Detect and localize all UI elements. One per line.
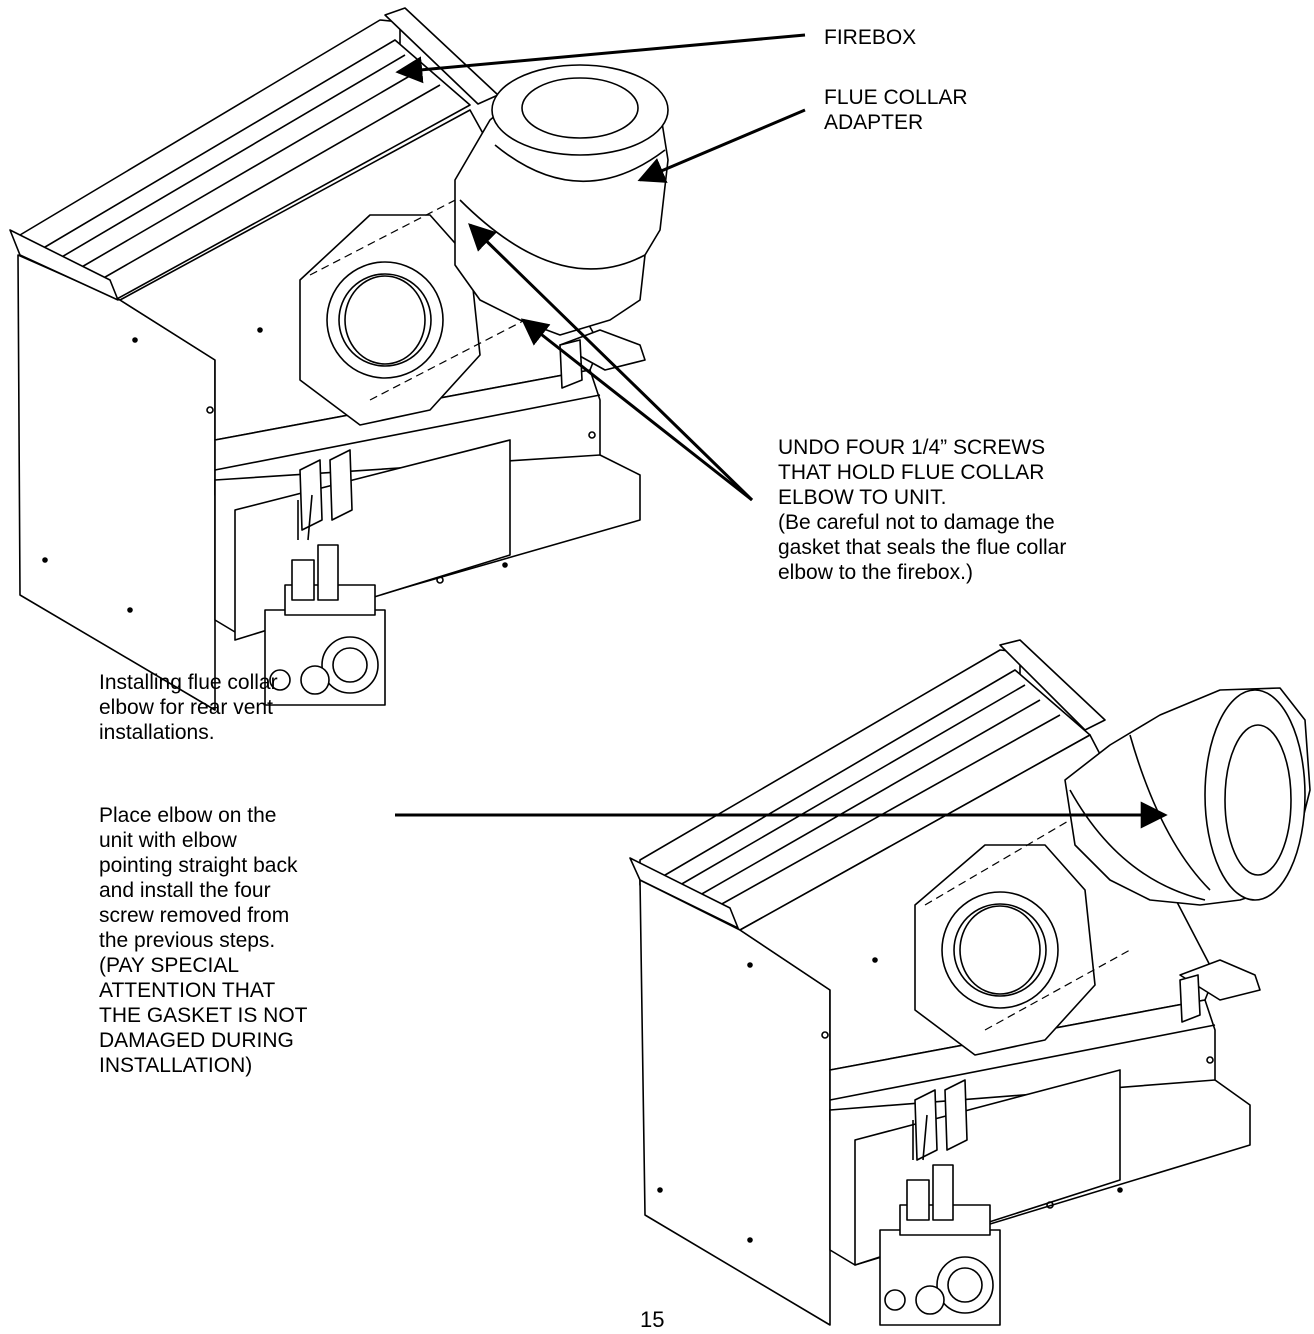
undo-screws-instruction: UNDO FOUR 1/4” SCREWS THAT HOLD FLUE COL… <box>778 436 1067 584</box>
arrow-screw-lower <box>520 318 753 502</box>
arrow-screw-upper <box>468 223 754 502</box>
top-firebox-unit <box>9 7 669 711</box>
leader-arrows <box>395 33 1168 829</box>
gas-valve-top <box>264 494 386 706</box>
gas-valve-bottom <box>879 1114 1001 1326</box>
installing-intro-text: Installing flue collar elbow for rear ve… <box>99 671 278 744</box>
arrow-flue-collar-adapter <box>637 108 806 183</box>
arrow-firebox <box>395 33 806 84</box>
firebox-label: FIREBOX <box>824 26 917 49</box>
flue-collar-adapter-label: FLUE COLLAR ADAPTER <box>824 86 968 134</box>
bottom-firebox-unit <box>629 639 1311 1326</box>
placement-instructions-text: Place elbow on the unit with elbow point… <box>99 804 308 1077</box>
page-number: 15 <box>640 1307 665 1332</box>
